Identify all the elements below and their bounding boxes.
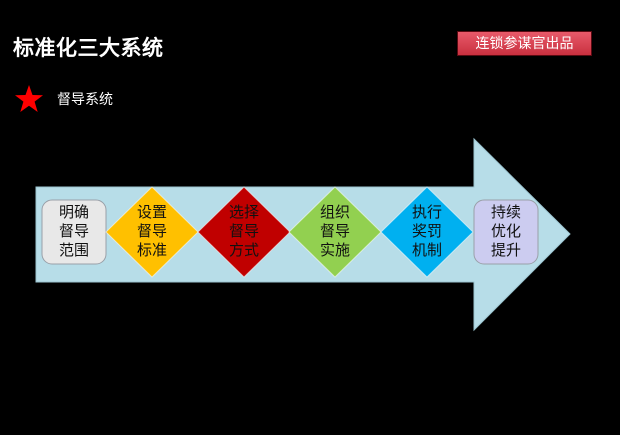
star-icon bbox=[15, 85, 43, 112]
brand-badge: 连锁参谋官出品 bbox=[457, 31, 592, 56]
flow-step-line: 实施 bbox=[319, 241, 350, 259]
flow-step-label-6: 持续优化提升 bbox=[476, 203, 536, 260]
section-label: 督导系统 bbox=[57, 92, 113, 108]
flow-step-shape-6 bbox=[473, 199, 539, 265]
flow-step-line: 督导 bbox=[319, 222, 350, 240]
flow-step-line: 奖罚 bbox=[411, 222, 442, 240]
flow-step-line: 优化 bbox=[490, 222, 521, 240]
flow-step-line: 方式 bbox=[228, 241, 259, 259]
flow-step-line: 机制 bbox=[411, 241, 442, 259]
flow-step-line: 持续 bbox=[490, 203, 521, 221]
flow-step-label-1: 明确督导范围 bbox=[44, 203, 104, 260]
flow-step-line: 督导 bbox=[136, 222, 167, 240]
flow-step-line: 标准 bbox=[136, 241, 167, 259]
flow-step-label-3: 选择督导方式 bbox=[214, 203, 274, 260]
flow-step-shape-3 bbox=[197, 186, 291, 278]
flow-step-line: 选择 bbox=[228, 203, 259, 221]
flow-step-label-2: 设置督导标准 bbox=[122, 203, 182, 260]
flow-step-line: 执行 bbox=[411, 203, 442, 221]
page-title: 标准化三大系统 bbox=[13, 35, 164, 60]
flow-step-line: 设置 bbox=[136, 203, 167, 221]
flow-step-shape-4 bbox=[288, 186, 382, 278]
flow-step-line: 提升 bbox=[490, 241, 521, 259]
flow-step-line: 明确 bbox=[58, 203, 89, 221]
flow-step-label-4: 组织督导实施 bbox=[305, 203, 365, 260]
flow-step-shape-2 bbox=[105, 186, 199, 278]
flow-step-line: 范围 bbox=[58, 241, 89, 259]
flow-step-line: 组织 bbox=[319, 203, 350, 221]
section-heading: 督导系统 bbox=[14, 84, 113, 114]
flow-step-shape-5 bbox=[380, 186, 474, 278]
flow-step-label-5: 执行奖罚机制 bbox=[397, 203, 457, 260]
flow-step-line: 督导 bbox=[58, 222, 89, 240]
flow-step-line: 督导 bbox=[228, 222, 259, 240]
